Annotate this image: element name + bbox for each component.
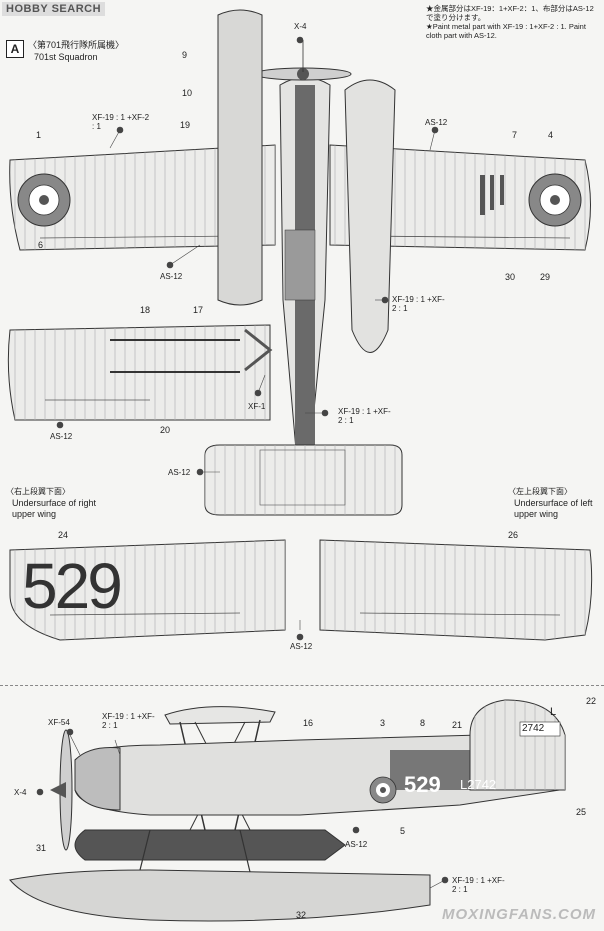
callout-32: 32 — [296, 910, 307, 920]
side-view — [9, 699, 566, 922]
section-divider — [0, 685, 604, 686]
leader-lines — [36, 36, 449, 889]
paint-xf19-side: XF-19 : 1 +XF-2 : 1 — [102, 712, 155, 730]
paint-xf1: XF-1 — [248, 402, 266, 411]
section-title-jp: 〈第701飛行隊所属機〉 — [28, 40, 125, 50]
paint-as12-lower-wing: AS-12 — [50, 432, 73, 441]
callout-16: 16 — [303, 718, 314, 728]
callout-31: 31 — [36, 843, 47, 853]
callout-29: 29 — [540, 272, 551, 282]
section-title-en: 701st Squadron — [34, 52, 98, 62]
paint-as12-under: AS-12 — [290, 642, 313, 651]
section-letter: A — [6, 40, 24, 58]
paint-as12-top-left: AS-12 — [160, 272, 183, 281]
paint-x4-side: X-4 — [14, 788, 27, 797]
paint-xf19-fuselage: XF-19 : 1 +XF-2 : 1 — [338, 407, 391, 425]
callout-17: 17 — [193, 305, 204, 315]
floats-top-view — [217, 9, 396, 353]
paint-xf19-float-side: XF-19 : 1 +XF-2 : 1 — [452, 876, 505, 894]
paint-x4-top: X-4 — [294, 22, 307, 31]
tail-number: 2742 — [522, 723, 545, 734]
callout-18: 18 — [140, 305, 151, 315]
callout-7: 7 — [512, 130, 518, 140]
callout-1: 1 — [36, 130, 42, 140]
tailplane-top-view — [204, 444, 403, 516]
callout-19: 19 — [180, 120, 191, 130]
paint-xf54: XF-54 — [48, 718, 70, 727]
callout-22: 22 — [586, 696, 597, 706]
callout-10: 10 — [182, 88, 193, 98]
paint-as12-side: AS-12 — [345, 840, 368, 849]
watermark-top: HOBBY SEARCH — [2, 2, 106, 16]
callout-24: 24 — [58, 530, 69, 540]
callout-5: 5 — [400, 826, 406, 836]
tail-letter: L — [550, 706, 557, 718]
side-code: L2742 — [460, 777, 497, 792]
caption-left-wing-en-2: upper wing — [514, 509, 559, 519]
callout-3: 3 — [380, 718, 386, 728]
callout-21: 21 — [452, 720, 463, 730]
watermark-bottom: MOXINGFANS.COM — [441, 906, 596, 923]
caption-right-wing-jp: 〈右上段翼下面〉 — [6, 487, 70, 496]
caption-left-wing-jp: 〈左上段翼下面〉 — [508, 487, 572, 496]
callout-26: 26 — [508, 530, 519, 540]
paint-as12-top-right: AS-12 — [425, 118, 448, 127]
caption-left-wing-en-1: Undersurface of left — [514, 498, 593, 508]
callout-9: 9 — [182, 50, 188, 60]
callout-30: 30 — [505, 272, 516, 282]
fuselage-top-view — [254, 40, 352, 455]
paint-xf19-top-left: XF-19 : 1 +XF-2 : 1 — [92, 113, 150, 131]
callout-20: 20 — [160, 425, 171, 435]
paint-note-jp: ★金属部分はXF-19：1+XF-2：1、布部分はAS-12で塗り分けます。 — [426, 4, 594, 22]
callout-8: 8 — [420, 718, 426, 728]
upper-wing-undersurface — [9, 539, 593, 641]
callout-25: 25 — [576, 807, 587, 817]
callout-4: 4 — [548, 130, 554, 140]
paint-xf19-float: XF-19 : 1 +XF-2 : 1 — [392, 295, 445, 313]
caption-right-wing-en-1: Undersurface of right — [12, 498, 97, 508]
paint-as12-tailplane: AS-12 — [168, 468, 191, 477]
under-wing-number: 529 — [22, 550, 123, 622]
lower-wing-top-view — [7, 324, 273, 421]
side-number: 529 — [404, 772, 441, 797]
caption-right-wing-en-2: upper wing — [12, 509, 57, 519]
upper-wing-top-view — [9, 144, 591, 251]
paint-note-en: ★Paint metal part with XF-19 : 1+XF-2 : … — [426, 22, 586, 40]
paint-note: ★金属部分はXF-19：1+XF-2：1、布部分はAS-12で塗り分けます。 ★… — [426, 4, 596, 40]
callout-6: 6 — [38, 240, 44, 250]
